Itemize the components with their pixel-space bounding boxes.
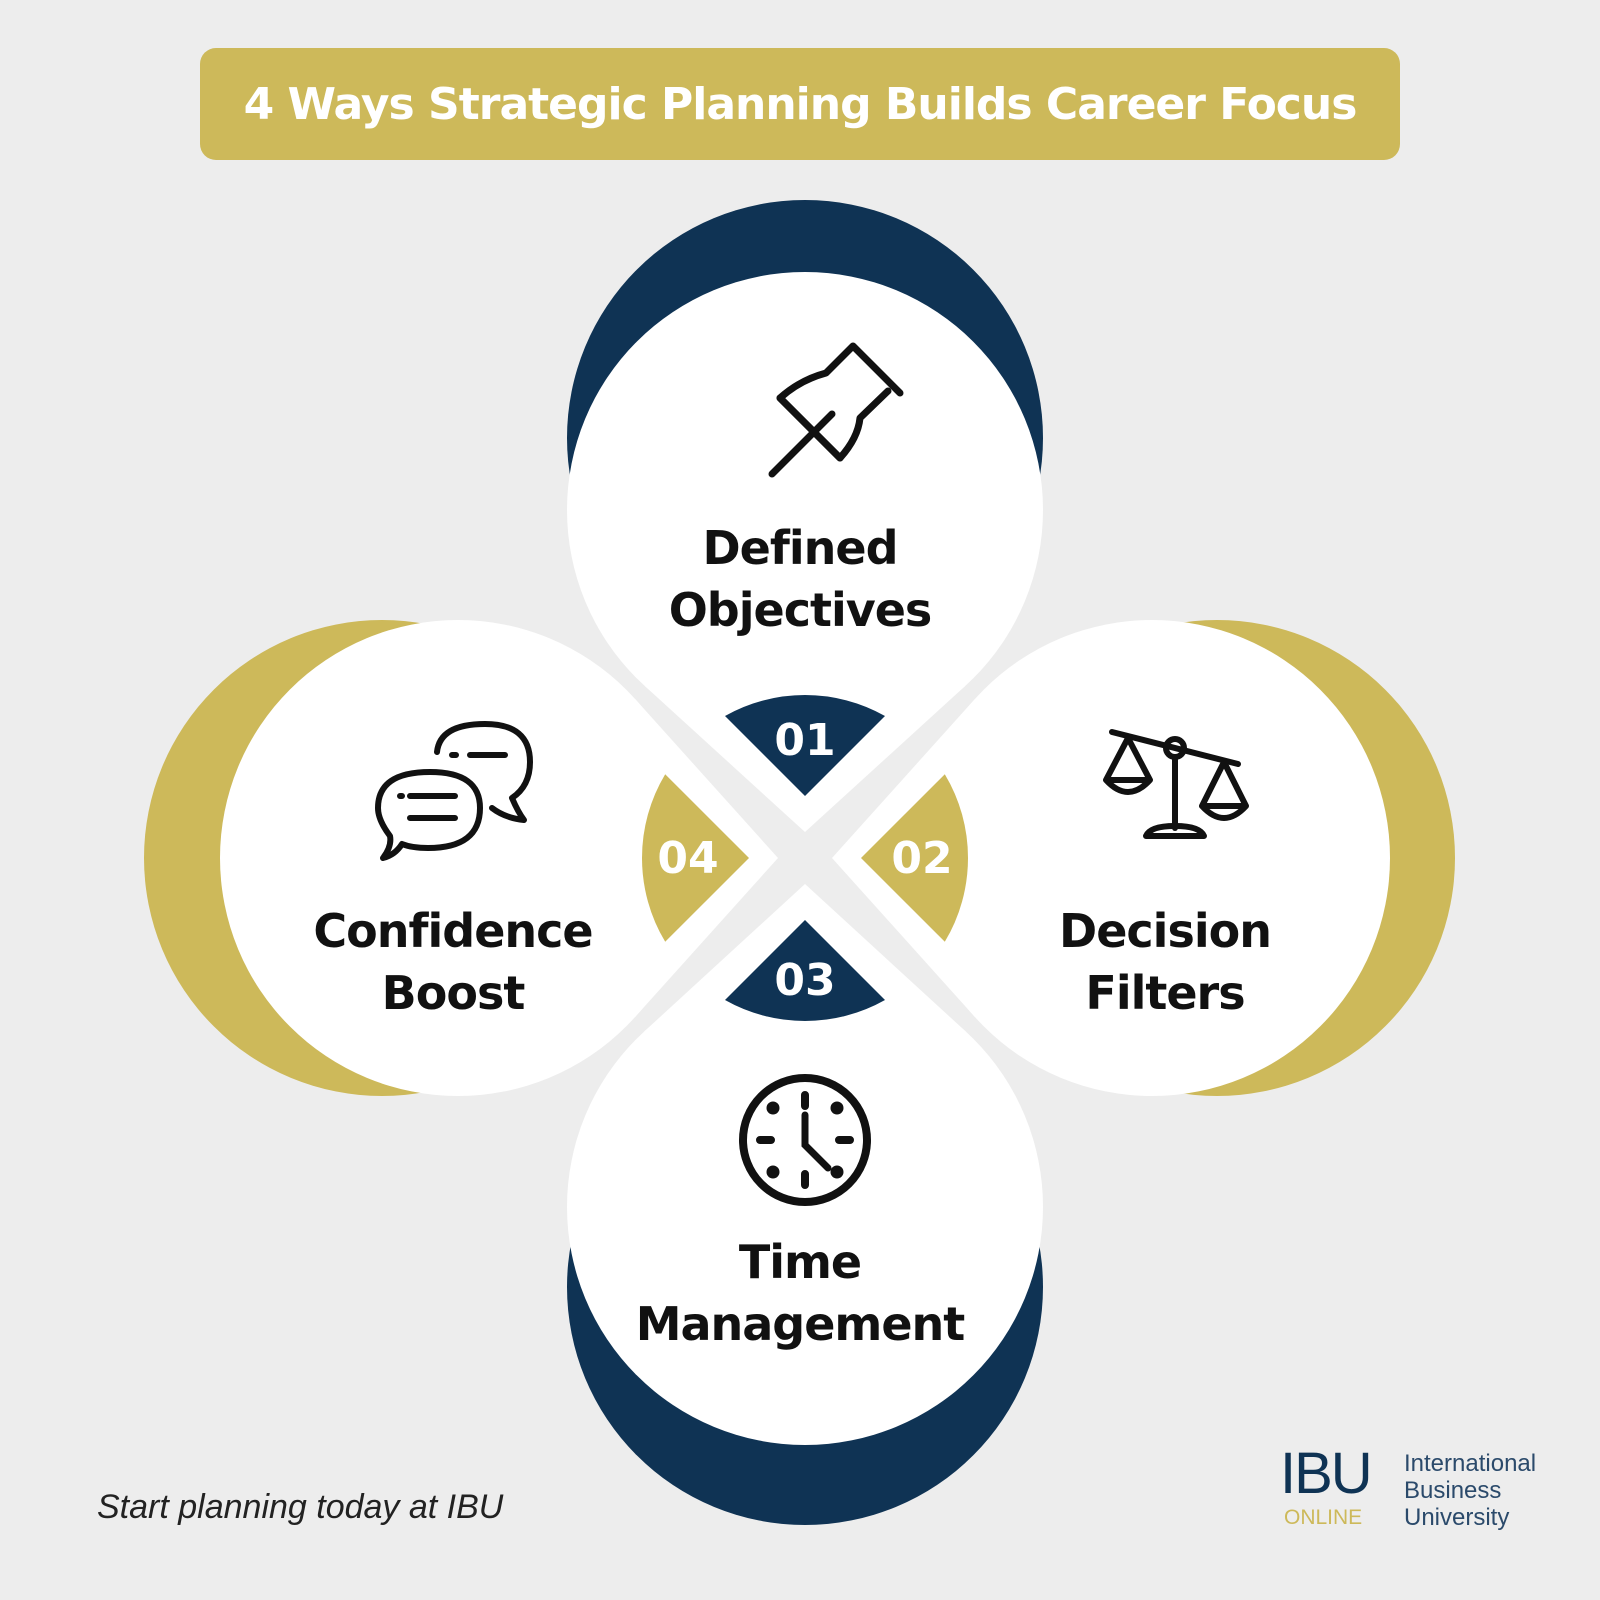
title-banner: 4 Ways Strategic Planning Builds Career … [200,48,1400,160]
petal-point [832,698,1152,1018]
petal-defined-objectives [567,272,1043,832]
logo-name-line: Business [1404,1477,1502,1504]
petal-point [644,884,966,1207]
badge-wedge [724,920,886,1021]
badge-number: 02 [891,833,952,884]
logo-name-line: International [1404,1450,1537,1477]
label-line: Confidence [313,904,593,958]
pushpin-icon [768,342,904,478]
logo-sub: ONLINE [1284,1506,1363,1529]
label-line: Time [738,1235,862,1289]
scales-icon [1103,729,1249,839]
logo-mark: IBU [1280,1441,1373,1506]
label-line: Decision [1059,904,1272,958]
item-label-decision-filters: Decision Filters [965,900,1365,1024]
number-badge-04: 04 [641,774,749,942]
number-badge-03: 03 [724,920,886,1021]
badge-wedge [861,774,969,942]
petal-time-management [567,884,1043,1445]
badge-number: 01 [774,715,835,766]
number-badge-01: 01 [724,695,886,796]
number-badge-02: 02 [861,774,969,942]
petal-decision-filters [832,620,1390,1096]
clock-icon [739,1074,871,1206]
badge-wedge [724,695,886,796]
petal-point [644,510,966,832]
label-line: Defined [702,521,898,575]
page-title: 4 Ways Strategic Planning Builds Career … [243,78,1358,130]
petal-point [458,698,778,1018]
label-line: Objectives [668,583,933,637]
footer-cta[interactable]: Start planning today at IBU [97,1488,504,1526]
label-line: Boost [381,966,526,1020]
badge-number: 04 [657,833,718,884]
logo-name-line: University [1404,1504,1510,1531]
label-line: Filters [1085,966,1245,1020]
item-label-time-management: Time Management [600,1231,1000,1355]
petal-confidence-boost [220,620,778,1096]
label-line: Management [635,1297,966,1351]
item-label-defined-objectives: Defined Objectives [600,517,1000,641]
badge-wedge [641,774,749,942]
chat-bubbles-icon [375,721,533,861]
item-label-confidence-boost: Confidence Boost [253,900,653,1024]
logo-name: International Business University [1404,1450,1536,1531]
badge-number: 03 [774,955,835,1006]
